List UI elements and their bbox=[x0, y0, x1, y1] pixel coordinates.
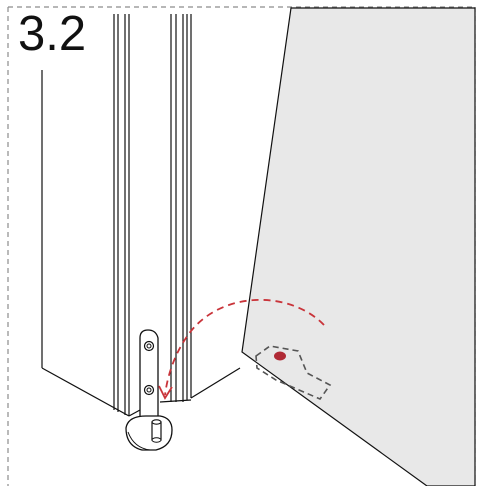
hinge-pin-icon bbox=[125, 329, 173, 451]
hinge-hole-marker bbox=[274, 351, 286, 361]
curved-arrow-icon bbox=[158, 299, 325, 400]
step-number: 3.2 bbox=[18, 7, 87, 61]
door-panel-icon bbox=[241, 7, 476, 487]
cabinet-side-panel-icon bbox=[41, 14, 241, 417]
